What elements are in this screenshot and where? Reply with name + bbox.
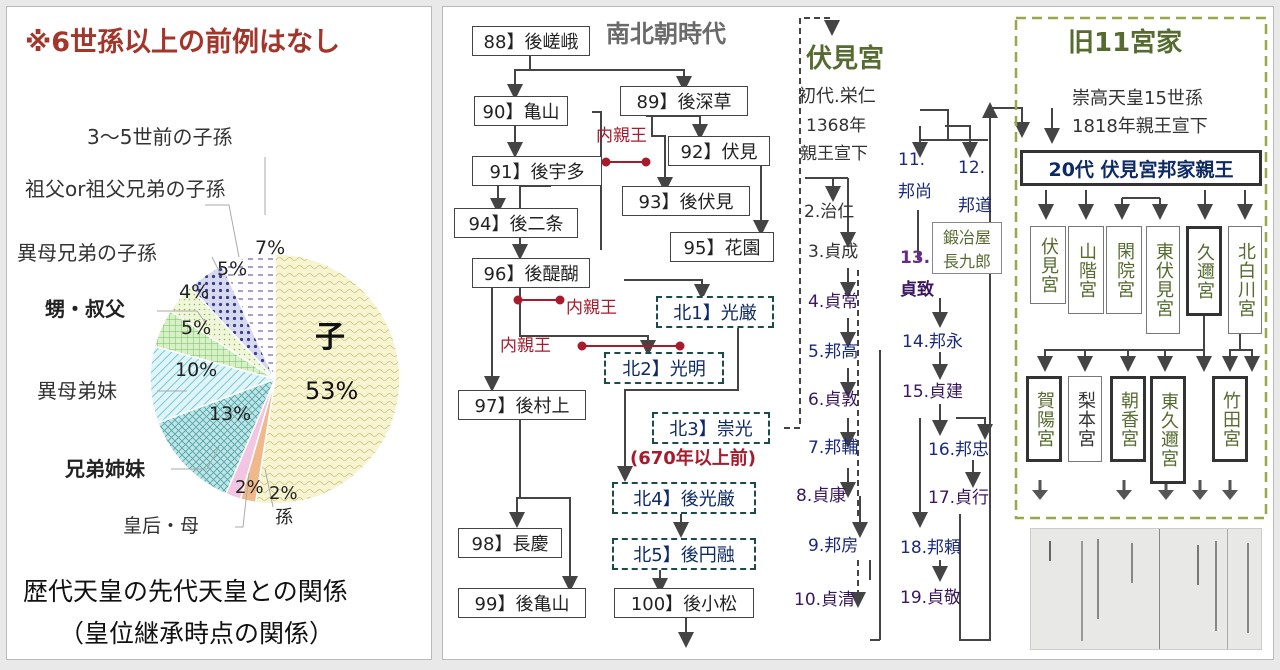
label-sofu: 祖父or祖父兄弟の子孫 [25, 177, 226, 201]
fushimi-head-5: 5.邦高 [808, 342, 859, 362]
north-2: 北2】光明 [604, 352, 724, 384]
emperor-90: 90】亀山 [474, 96, 568, 126]
kyu-house2-3: 朝香宮 [1110, 376, 1146, 462]
emperor-99: 99】後亀山 [458, 588, 586, 618]
head-13b: 貞致 [900, 280, 934, 300]
label-kogo: 皇后・母 [123, 515, 200, 537]
era-title: 南北朝時代 [606, 20, 726, 48]
pct-5b: 5% [217, 258, 248, 280]
fushimi-head-3: 3.貞成 [808, 242, 859, 262]
kyu-house2-1: 賀陽宮 [1026, 376, 1062, 462]
emperor-88: 88】後嵯峨 [472, 26, 590, 56]
emperor-95: 95】花園 [670, 232, 774, 262]
pie-footer-1: 歴代天皇の先代天皇との関係 [23, 577, 348, 606]
emperor-92: 92】伏見 [668, 136, 770, 166]
pie-chart [149, 157, 401, 528]
head-18: 18.邦頼 [900, 538, 962, 558]
head-17: 17.貞行 [928, 488, 990, 508]
kyu-house-1: 伏見宮 [1030, 226, 1066, 304]
pct-5a: 5% [181, 317, 212, 339]
label-kyodai: 兄弟姉妹 [65, 457, 145, 481]
head-19: 19.貞敬 [900, 588, 962, 608]
kyu-head: 20代 伏見宮邦家親王 [1020, 150, 1262, 186]
emperor-89: 89】後深草 [620, 86, 748, 116]
kyu-title: 旧11宮家 [1068, 28, 1183, 58]
fushimi-head-7: 7.邦輔 [808, 438, 859, 458]
emperor-100: 100】後小松 [614, 588, 754, 618]
emperor-98: 98】長慶 [458, 528, 562, 558]
pie-slice-4 [149, 345, 278, 424]
kyu-house-4: 東伏見宮 [1146, 226, 1180, 334]
pie-panel: ※6世孫以上の前例はなし 3～5世前の子孫 祖父or祖父兄弟の子孫 異母兄弟の子… [6, 6, 432, 660]
head-13a: 13. [900, 248, 931, 268]
pie-slice-0 [254, 253, 401, 505]
label-ibotei: 異母弟妹 [37, 379, 117, 403]
fushimi-head-8: 8.貞康 [796, 486, 847, 506]
note-670: (670年以上前) [630, 448, 757, 469]
kyu-house-2: 山階宮 [1068, 226, 1104, 314]
pct-2a: 2% [235, 477, 264, 498]
pct-4: 4% [179, 281, 210, 303]
fushimi-head-4: 4.貞常 [808, 292, 859, 312]
kajiya-2: 長九郎 [942, 252, 991, 271]
kajiya-box: 鍛冶屋 長九郎 [932, 222, 1002, 274]
pct-7: 7% [255, 237, 286, 259]
fushimi-founder-note2: 親王宣下 [800, 144, 868, 164]
kajiya-1: 鍛冶屋 [942, 228, 991, 247]
head-12a: 12. [958, 158, 986, 178]
document-image [1030, 528, 1262, 650]
pie-slice-8 [221, 253, 276, 380]
pie-slices [149, 253, 401, 505]
north-4: 北4】後光厳 [612, 482, 756, 514]
head-14: 14.邦永 [902, 332, 964, 352]
fushimi-head-6: 6.貞敦 [808, 390, 859, 410]
pie-footer-2: （皇位継承時点の関係） [59, 619, 335, 648]
north-3: 北3】崇光 [652, 412, 770, 444]
pie-slice-3 [156, 377, 277, 495]
fushimi-title: 伏見宮 [806, 44, 885, 74]
fushimi-head-2: 2.治仁 [804, 202, 855, 222]
shinno-2: 内親王 [566, 298, 617, 318]
head-15: 15.貞建 [902, 382, 964, 402]
pct-13: 13% [209, 403, 252, 425]
emperor-93: 93】後伏見 [622, 186, 750, 216]
label-ko: 子 [315, 320, 345, 355]
kyu-frame [1014, 16, 1268, 520]
label-ibokyodai: 異母兄弟の子孫 [17, 241, 157, 265]
head-16: 16.邦忠 [928, 440, 990, 460]
kyu-house-5: 久邇宮 [1186, 226, 1222, 316]
head-12b: 邦道 [958, 196, 992, 216]
kyu-house-6: 北白川宮 [1228, 226, 1262, 334]
shinno-1: 内親王 [596, 126, 647, 146]
shinno-3: 内親王 [500, 336, 551, 356]
kyu-house2-5: 竹田宮 [1212, 376, 1248, 462]
fushimi-head-10: 10.貞清 [794, 590, 856, 610]
fushimi-founder-note1: 1368年 [806, 116, 867, 136]
label-sansei: 3～5世前の子孫 [87, 125, 233, 149]
kyu-note1: 崇高天皇15世孫 [1072, 88, 1203, 109]
emperor-97: 97】後村上 [458, 390, 586, 420]
kyu-note2: 1818年親王宣下 [1072, 116, 1208, 137]
pct-2b: 2% [269, 483, 298, 504]
emperor-94: 94】後二条 [454, 208, 578, 238]
pie-heading: ※6世孫以上の前例はなし [25, 27, 341, 58]
north-1: 北1】光厳 [656, 296, 774, 328]
head-11b: 邦尚 [898, 182, 932, 202]
kyu-house-3: 閑院宮 [1106, 226, 1142, 314]
emperor-96: 96】後醍醐 [472, 258, 590, 288]
label-mago: 孫 [275, 507, 293, 528]
fushimi-founder: 初代.栄仁 [798, 86, 876, 107]
label-oi: 甥・叔父 [45, 297, 125, 321]
kyu-house2-2: 梨本宮 [1068, 376, 1102, 462]
kyu-house2-4: 東久邇宮 [1150, 376, 1186, 484]
fushimi-head-9: 9.邦房 [808, 536, 859, 556]
emperor-91: 91】後宇多 [472, 156, 602, 186]
head-11a: 11. [898, 150, 926, 170]
north-5: 北5】後円融 [612, 538, 756, 570]
pct-10: 10% [175, 359, 218, 381]
pct-53: 53% [305, 377, 359, 405]
